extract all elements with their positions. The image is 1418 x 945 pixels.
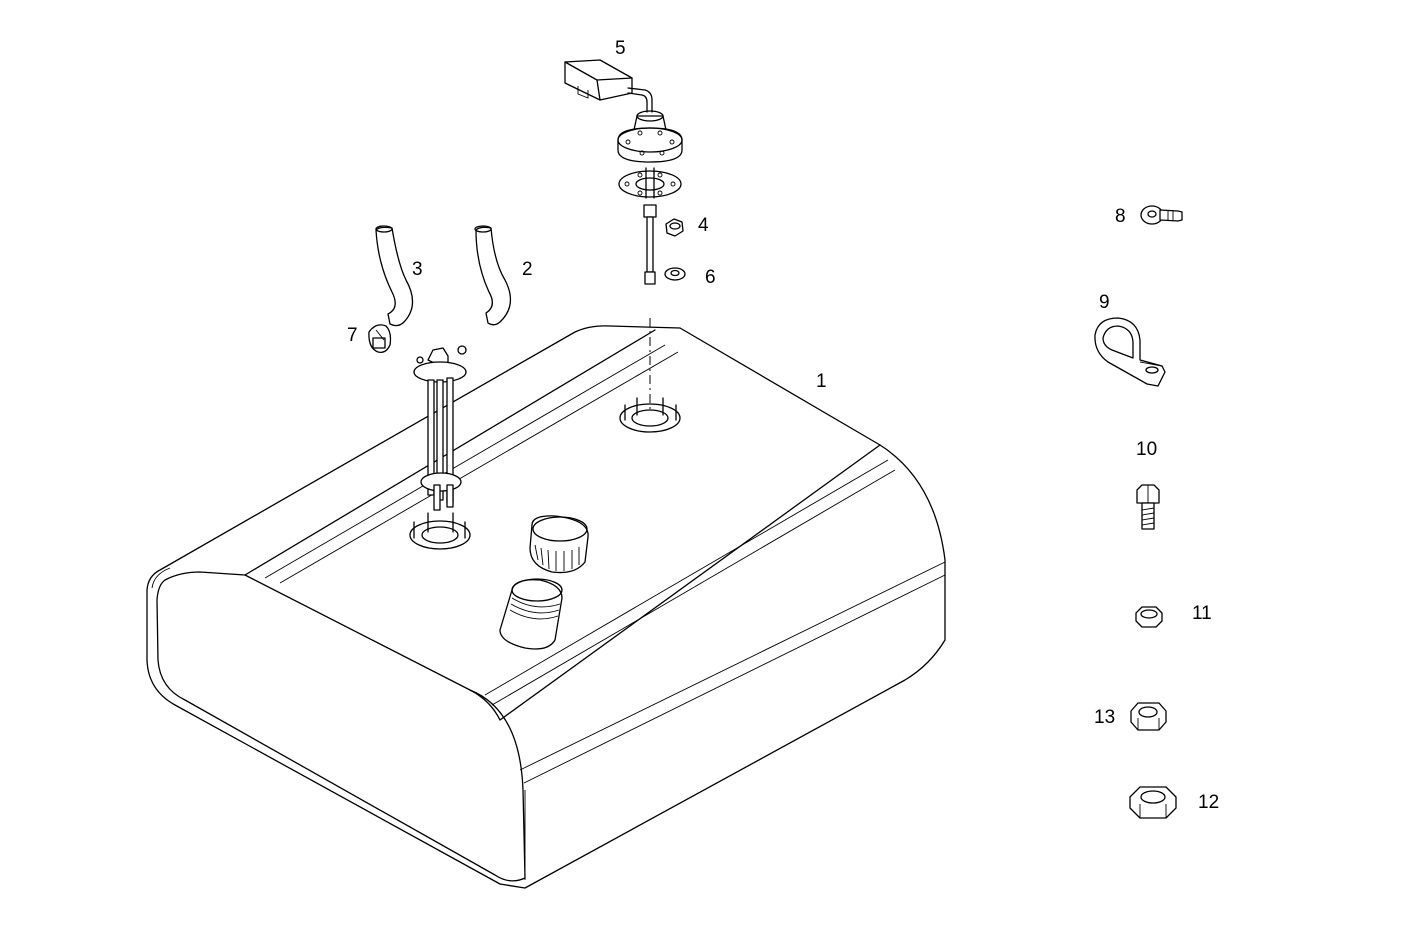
part-6-washer [664,267,686,281]
callout-4: 4 [698,215,709,236]
part-8-banjo-fitting [1140,205,1183,225]
callout-8: 8 [1115,206,1126,227]
part-9-pipe-clip [1094,317,1166,387]
part-2-hose [474,225,512,326]
part-3-hose [375,225,414,327]
filler-cap [529,515,589,574]
callout-6: 6 [705,267,716,288]
part-5-level-sender [564,59,683,285]
callout-12: 12 [1198,792,1219,813]
tank-sender-flange [619,318,681,433]
part-7-hose-clamp [368,324,392,353]
callout-13: 13 [1094,707,1115,728]
part-10-bolt [1136,484,1160,530]
part-11-nut [1135,606,1163,628]
callout-10: 10 [1136,439,1157,460]
callout-7: 7 [347,325,358,346]
callout-9: 9 [1099,292,1110,313]
callout-3: 3 [412,259,423,280]
tank-pump-flange [409,512,471,550]
callout-5: 5 [615,38,626,59]
callout-11: 11 [1192,603,1212,624]
part-12-nut [1129,786,1177,819]
filler-neck [499,578,563,650]
callout-2: 2 [522,259,533,280]
fuel-pickup-assembly [413,345,467,511]
part-4-nut [665,218,684,237]
callout-1: 1 [816,371,827,392]
part-13-nut [1130,702,1167,731]
